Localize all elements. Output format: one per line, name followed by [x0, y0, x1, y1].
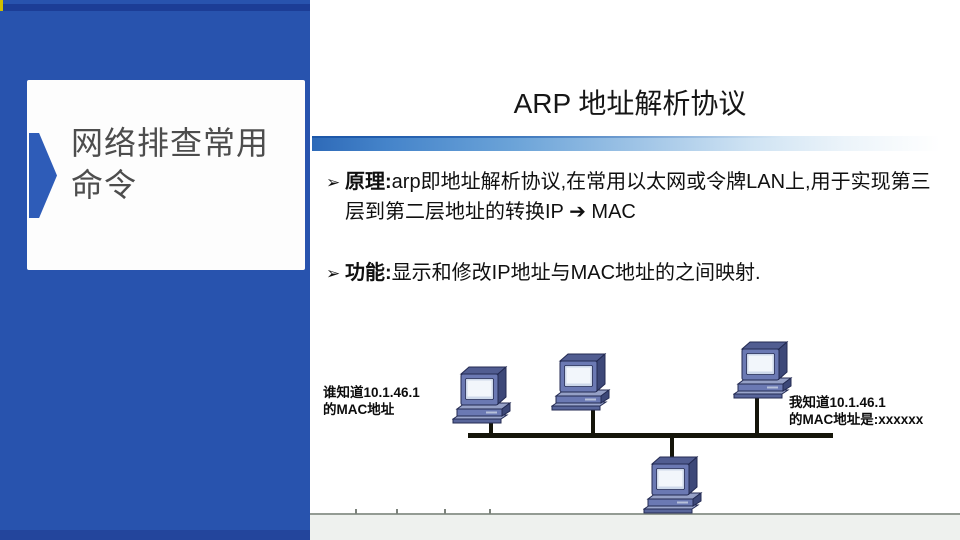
asking-host-label-line1: 谁知道10.1.46.1	[323, 385, 420, 400]
sidebar-panel: 网络排查常用 命令	[0, 0, 310, 540]
answering-host-label-line2: 的MAC地址是:xxxxxx	[789, 412, 924, 427]
slide-title: ARP 地址解析协议	[513, 88, 747, 119]
section-card: 网络排查常用 命令	[27, 80, 305, 270]
computer-icon	[452, 366, 516, 424]
section-title-line2: 命令	[71, 167, 138, 203]
bottom-ruler-line	[310, 513, 960, 515]
arrow-bullet-icon: ➢	[326, 173, 341, 192]
computer-icon	[733, 341, 797, 399]
computer-icon	[643, 456, 707, 514]
arrow-bullet-icon: ➢	[326, 264, 341, 283]
section-title: 网络排查常用 命令	[71, 122, 291, 206]
computer-icon	[551, 353, 615, 411]
asking-host-label: 谁知道10.1.46.1 的MAC地址	[323, 384, 420, 418]
sidebar-bottom-stripe	[0, 530, 310, 540]
ruler-tick	[396, 509, 398, 514]
title-divider	[312, 136, 940, 151]
chevron-right-icon	[29, 133, 57, 218]
network-cable	[591, 408, 595, 434]
ruler-tick	[489, 509, 491, 514]
bullet-function: ➢功能:显示和修改IP地址与MAC地址的之间映射.	[326, 258, 944, 288]
answering-host-label: 我知道10.1.46.1 的MAC地址是:xxxxxx	[789, 394, 923, 428]
bullet-principle: ➢原理:arp即地址解析协议,在常用以太网或令牌LAN上,用于实现第三层到第二层…	[326, 167, 944, 227]
ruler-tick	[355, 509, 357, 514]
bottom-band	[310, 515, 960, 540]
ruler-tick	[444, 509, 446, 514]
sidebar-top-stripe	[0, 4, 310, 11]
corner-sliver	[0, 0, 3, 11]
section-title-line1: 网络排查常用	[71, 125, 270, 161]
asking-host-label-line2: 的MAC地址	[323, 402, 395, 417]
network-cable	[489, 416, 493, 434]
bullet-function-label: 功能:	[345, 262, 392, 284]
network-cable	[670, 438, 674, 460]
bullet-principle-text: arp即地址解析协议,在常用以太网或令牌LAN上,用于实现第三层到第二层地址的转…	[345, 171, 931, 223]
bullet-principle-label: 原理:	[345, 171, 392, 193]
network-cable	[755, 394, 759, 434]
ethernet-bus-line	[468, 433, 833, 438]
bullet-function-text: 显示和修改IP地址与MAC地址的之间映射.	[391, 262, 761, 284]
answering-host-label-line1: 我知道10.1.46.1	[789, 395, 886, 410]
